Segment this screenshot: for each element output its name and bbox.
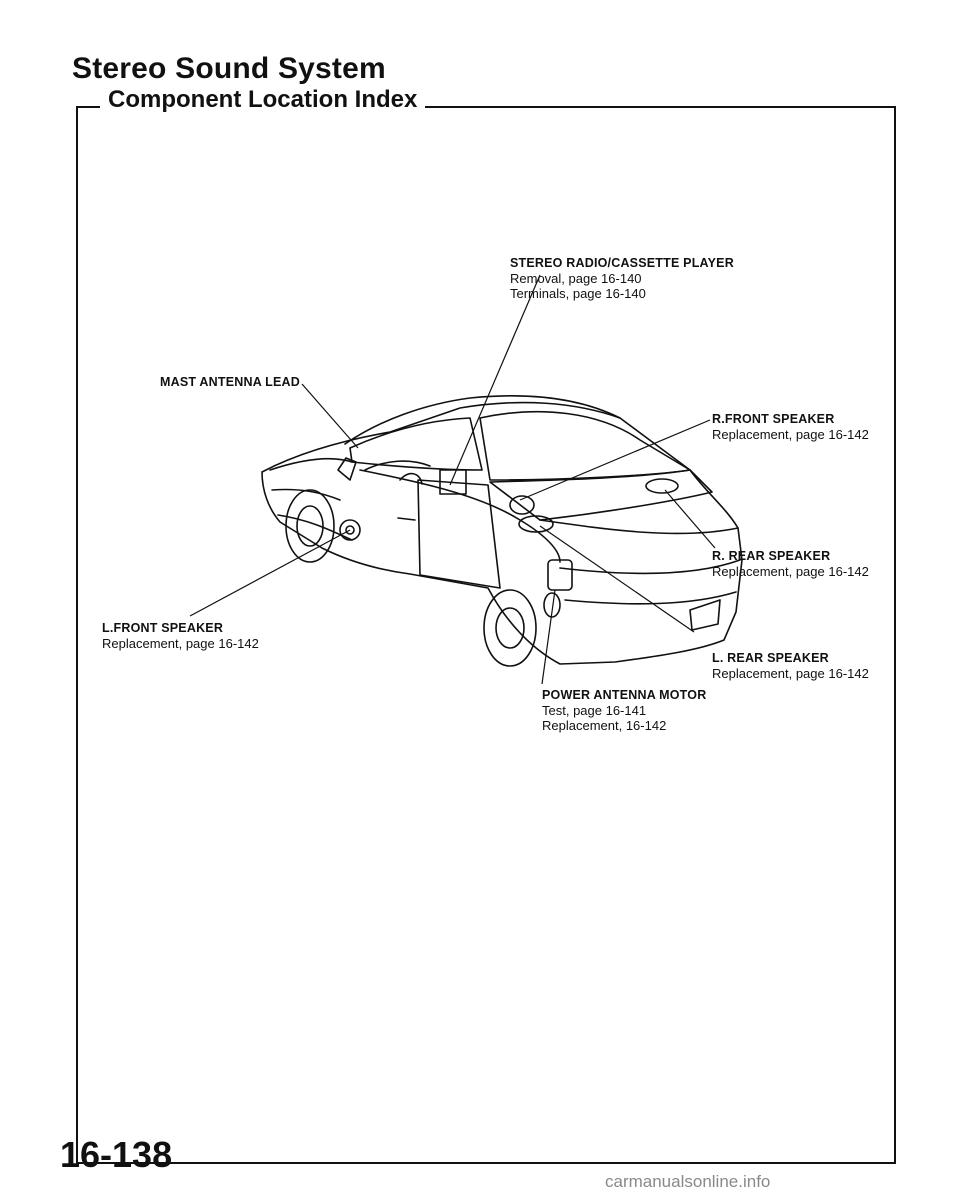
callout-stereo-ref-1: Removal, page 16-140	[510, 271, 642, 286]
content-frame	[76, 106, 896, 1164]
callout-rrear-ref-1: Replacement, page 16-142	[712, 564, 869, 579]
leader-motor	[541, 589, 556, 685]
callout-mast-name: MAST ANTENNA LEAD	[160, 375, 300, 389]
car-body-outline	[261, 401, 743, 665]
callout-lrear-name: L. REAR SPEAKER	[712, 651, 829, 665]
car-windshield	[349, 417, 483, 471]
callout-lfront-ref-1: Replacement, page 16-142	[102, 636, 259, 651]
front-wheel	[285, 489, 335, 563]
rrear-speaker	[645, 478, 679, 494]
leader-rfront	[519, 419, 711, 501]
section-title: Component Location Index	[100, 86, 426, 114]
callout-lrear: L. REAR SPEAKER Replacement, page 16-142	[712, 651, 869, 681]
callout-rfront: R.FRONT SPEAKER Replacement, page 16-142	[712, 412, 869, 442]
callout-lfront-name: L.FRONT SPEAKER	[102, 621, 224, 635]
leader-rrear	[664, 489, 716, 549]
footer-url[interactable]: carmanualsonline.info	[605, 1172, 771, 1191]
callout-rfront-ref-1: Replacement, page 16-142	[712, 427, 869, 442]
door	[417, 479, 501, 589]
callout-rrear: R. REAR SPEAKER Replacement, page 16-142	[712, 549, 869, 579]
callout-rfront-name: R.FRONT SPEAKER	[712, 412, 835, 426]
leader-stereo	[449, 274, 541, 486]
rear-deck	[489, 469, 713, 521]
car-roof	[344, 394, 621, 445]
rear-wheel	[483, 589, 537, 667]
callout-lrear-ref-1: Replacement, page 16-142	[712, 666, 869, 681]
leader-lrear	[539, 525, 695, 633]
rfront-speaker	[509, 495, 535, 515]
leader-mast	[301, 383, 359, 449]
callout-stereo-ref-2: Terminals, page 16-140	[510, 286, 646, 301]
page-number: 16-138	[60, 1134, 173, 1175]
stereo-unit	[439, 469, 467, 495]
antenna-motor	[547, 559, 573, 591]
leader-lfront	[189, 529, 351, 617]
callout-motor-ref-1: Test, page 16-141	[542, 703, 647, 718]
page-title: Stereo Sound System	[72, 52, 386, 85]
callout-stereo: STEREO RADIO/CASSETTE PLAYER Removal, pa…	[510, 256, 734, 301]
callout-rrear-name: R. REAR SPEAKER	[712, 549, 831, 563]
antenna-lead-cable	[359, 469, 561, 563]
callout-motor-name: POWER ANTENNA MOTOR	[542, 688, 707, 702]
callout-motor-ref-2: Replacement, 16-142	[542, 718, 667, 733]
lrear-speaker	[518, 515, 554, 533]
lfront-speaker	[339, 519, 361, 541]
callout-lfront: L.FRONT SPEAKER Replacement, page 16-142	[102, 621, 259, 651]
callout-mast: MAST ANTENNA LEAD	[160, 375, 300, 390]
callout-stereo-name: STEREO RADIO/CASSETTE PLAYER	[510, 256, 734, 270]
callout-motor: POWER ANTENNA MOTOR Test, page 16-141 Re…	[542, 688, 706, 733]
